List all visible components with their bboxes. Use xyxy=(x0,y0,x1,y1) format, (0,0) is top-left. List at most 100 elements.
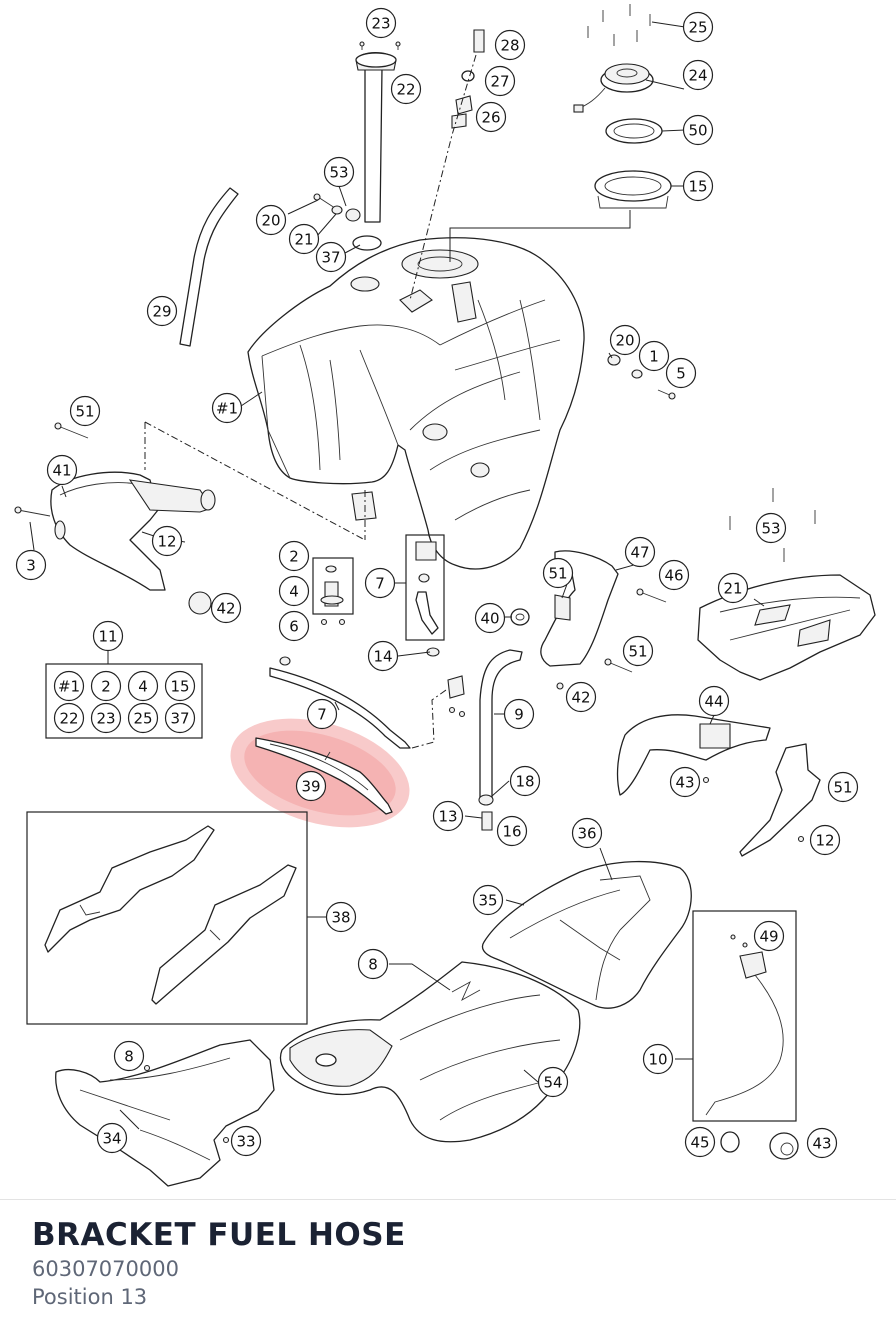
callout-label: 6 xyxy=(289,618,299,636)
callout-label: 28 xyxy=(500,37,519,55)
callout-51[interactable]: 51 xyxy=(542,557,574,589)
callout-26[interactable]: 26 xyxy=(475,101,507,133)
footer-divider xyxy=(0,1199,896,1200)
callout-12[interactable]: 12 xyxy=(151,525,183,557)
callout-23[interactable]: 23 xyxy=(365,7,397,39)
callout-43[interactable]: 43 xyxy=(669,766,701,798)
kit-item-label: 25 xyxy=(133,710,152,728)
hose-29 xyxy=(179,187,239,347)
callout-44[interactable]: 44 xyxy=(698,685,730,717)
callout-7[interactable]: 7 xyxy=(364,567,396,599)
callout-45[interactable]: 45 xyxy=(684,1126,716,1158)
kit-item-23[interactable]: 23 xyxy=(90,702,122,734)
part-position: Position 13 xyxy=(32,1285,148,1309)
callout-label: 2 xyxy=(289,548,299,566)
callout-12[interactable]: 12 xyxy=(809,824,841,856)
callout-24[interactable]: 24 xyxy=(682,59,714,91)
kit-item-25[interactable]: 25 xyxy=(127,702,159,734)
callout-label: 23 xyxy=(371,15,390,33)
callout-16[interactable]: 16 xyxy=(496,815,528,847)
kit-item-37[interactable]: 37 xyxy=(164,702,196,734)
callout-10[interactable]: 10 xyxy=(642,1043,674,1075)
callout-7[interactable]: 7 xyxy=(306,698,338,730)
callout-33[interactable]: 33 xyxy=(230,1125,262,1157)
callout-42[interactable]: 42 xyxy=(210,592,242,624)
callout-27[interactable]: 27 xyxy=(484,65,516,97)
kit-item-22[interactable]: 22 xyxy=(53,702,85,734)
callout-42[interactable]: 42 xyxy=(565,681,597,713)
callout-21[interactable]: 21 xyxy=(717,572,749,604)
kit-item-2[interactable]: 2 xyxy=(90,670,122,702)
callout-label: 33 xyxy=(236,1133,255,1151)
callout-18[interactable]: 18 xyxy=(509,765,541,797)
callout-label: 12 xyxy=(157,533,176,551)
callout-label: 53 xyxy=(761,520,780,538)
callout-53[interactable]: 53 xyxy=(755,512,787,544)
bracket-fuel-hose-13 xyxy=(255,737,393,815)
callout-11[interactable]: 11 xyxy=(92,620,124,652)
kit-item-hash1[interactable]: #1 xyxy=(53,670,85,702)
callout-label: 50 xyxy=(688,122,707,140)
callout-28[interactable]: 28 xyxy=(494,29,526,61)
callout-label: 43 xyxy=(675,774,694,792)
callout-51[interactable]: 51 xyxy=(69,395,101,427)
callout-40[interactable]: 40 xyxy=(474,602,506,634)
grommet-42 xyxy=(510,608,530,626)
callout-36[interactable]: 36 xyxy=(571,817,603,849)
callout-43[interactable]: 43 xyxy=(806,1127,838,1159)
callout-label: 8 xyxy=(124,1048,134,1066)
callout-5[interactable]: 5 xyxy=(665,357,697,389)
callout-label: 45 xyxy=(690,1134,709,1152)
callout-20[interactable]: 20 xyxy=(609,324,641,356)
callout-4[interactable]: 4 xyxy=(278,575,310,607)
callout-20[interactable]: 20 xyxy=(255,204,287,236)
kit-item-15[interactable]: 15 xyxy=(164,670,196,702)
callout-49[interactable]: 49 xyxy=(753,920,785,952)
callout-label: 15 xyxy=(688,178,707,196)
callout-1[interactable]: 1 xyxy=(638,340,670,372)
callout-29[interactable]: 29 xyxy=(146,295,178,327)
callout-label: 53 xyxy=(329,164,348,182)
callout-9[interactable]: 9 xyxy=(503,698,535,730)
callout-25[interactable]: 25 xyxy=(682,11,714,43)
side-panel-41 xyxy=(14,421,366,615)
callout-39[interactable]: 39 xyxy=(295,770,327,802)
kit-item-4[interactable]: 4 xyxy=(127,670,159,702)
callout-53[interactable]: 53 xyxy=(323,156,355,188)
callout-46[interactable]: 46 xyxy=(658,559,690,591)
callout-34[interactable]: 34 xyxy=(96,1122,128,1154)
callout-50[interactable]: 50 xyxy=(682,114,714,146)
callout-3[interactable]: 3 xyxy=(15,549,47,581)
callout-label: 39 xyxy=(301,778,320,796)
callout-hash1[interactable]: #1 xyxy=(211,392,243,424)
callout-label: 21 xyxy=(723,580,742,598)
callout-54[interactable]: 54 xyxy=(537,1066,569,1098)
kit-item-label: 37 xyxy=(170,710,189,728)
callout-6[interactable]: 6 xyxy=(278,610,310,642)
callout-8[interactable]: 8 xyxy=(113,1040,145,1072)
callout-47[interactable]: 47 xyxy=(624,536,656,568)
callout-37[interactable]: 37 xyxy=(315,241,347,273)
callout-13[interactable]: 13 xyxy=(432,800,464,832)
callout-41[interactable]: 41 xyxy=(46,454,78,486)
callout-label: 43 xyxy=(812,1135,831,1153)
bracket-40 xyxy=(540,550,667,690)
callout-label: 13 xyxy=(438,808,457,826)
callout-label: 7 xyxy=(375,575,385,593)
callout-15[interactable]: 15 xyxy=(682,170,714,202)
callout-51[interactable]: 51 xyxy=(622,635,654,667)
callout-label: 36 xyxy=(577,825,596,843)
callout-2[interactable]: 2 xyxy=(278,540,310,572)
callout-51[interactable]: 51 xyxy=(827,771,859,803)
callout-8[interactable]: 8 xyxy=(357,948,389,980)
callout-38[interactable]: 38 xyxy=(325,901,357,933)
tail-cover-54 xyxy=(55,1039,275,1187)
callout-21[interactable]: 21 xyxy=(288,223,320,255)
flange-ring-15 xyxy=(449,170,672,262)
callout-label: 42 xyxy=(571,689,590,707)
callout-label: 35 xyxy=(478,892,497,910)
callout-22[interactable]: 22 xyxy=(390,73,422,105)
callout-14[interactable]: 14 xyxy=(367,640,399,672)
fuel-cap-24 xyxy=(573,4,654,113)
callout-35[interactable]: 35 xyxy=(472,884,504,916)
